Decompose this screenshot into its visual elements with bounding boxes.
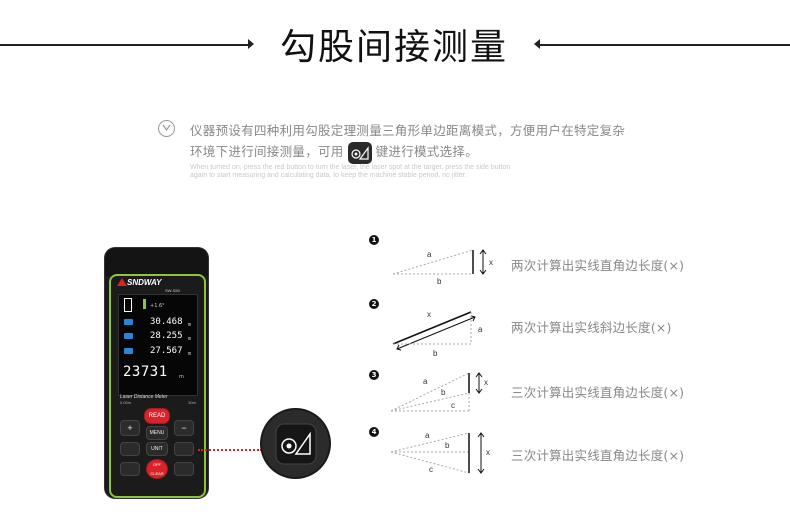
lcd-row-icon (124, 333, 133, 339)
lcd-row-3-unit: m (188, 351, 192, 357)
mode-2-caption: 两次计算出实线斜边长度(×) (511, 320, 672, 335)
description-line-2-start: 环境下进行间接测量，可用 (190, 144, 344, 159)
memory-button[interactable] (174, 462, 194, 476)
mode-1-number: 1 (369, 235, 379, 245)
brand-logo-icon (117, 278, 127, 286)
lcd-main-value: 23731 (123, 364, 168, 380)
header-right-rule-cap (534, 39, 540, 49)
lcd-row-icon (124, 319, 133, 325)
description-line-2-end: 键进行模式选择。 (375, 144, 479, 159)
lcd-angle: +1.6° (150, 303, 165, 309)
mode-2-label-b: b (433, 349, 438, 358)
area-mode-button[interactable] (120, 442, 140, 456)
header-left-rule-cap (248, 39, 254, 49)
mode-2-number: 2 (369, 299, 379, 309)
description-line-1: 仪器预设有四种利用勾股定理测量三角形单边距离模式，方便用户在特定复杂 (190, 123, 626, 138)
device-model: SW-S50 (165, 288, 180, 293)
panel-title: Laser Distance Meter (120, 394, 168, 400)
unit-button[interactable]: UNIT (146, 442, 168, 456)
mode-4-label-b: b (445, 441, 450, 450)
mode-4-number: 4 (369, 427, 379, 437)
description-line-2: 环境下进行间接测量，可用 键进行模式选择。 (190, 141, 680, 164)
mode-3-caption: 三次计算出实线直角边长度(×) (511, 385, 685, 400)
check-icon (158, 120, 175, 137)
mode-1-label-a: a (427, 250, 432, 259)
mode-3-label-c: c (451, 401, 455, 410)
page-title: 勾股间接测量 (279, 27, 508, 68)
pythagoras-mode-button[interactable] (174, 442, 194, 456)
mode-4-caption: 三次计算出实线直角边长度(×) (511, 448, 685, 463)
laser-pointer-line (198, 449, 262, 451)
panel-range-min: 0.05m (120, 400, 132, 405)
lcd-main-unit: m (179, 374, 184, 380)
header-right-rule (540, 44, 790, 46)
read-button[interactable]: READ (144, 408, 170, 424)
minus-button[interactable]: − (174, 420, 194, 436)
lcd-row-1-unit: m (188, 322, 192, 328)
lcd-row-1-value: 30.468 (150, 317, 183, 327)
mode-4-label-a: a (425, 431, 430, 440)
mode-2-label-a: a (478, 325, 483, 334)
description-english: When turned on, press the red button to … (190, 164, 650, 180)
keypad: READ + − MENU UNIT OFF CLEAR (116, 408, 196, 488)
mode-3-label-x: x (484, 378, 488, 387)
description-english-1: When turned on, press the red button to … (190, 164, 511, 171)
reference-button[interactable] (120, 462, 140, 476)
laser-distance-meter: SNDWAY SW-S50 +1.6° 30.468 m 28.255 m 27… (105, 248, 208, 498)
lcd-row-2-unit: m (188, 336, 192, 342)
menu-button[interactable]: MENU (146, 426, 168, 440)
mode-3-diagram: a b c x (390, 372, 488, 412)
header-left-rule (0, 44, 248, 46)
mode-1-label-b: b (437, 277, 442, 286)
mode-key-icon (347, 141, 372, 164)
mode-1-diagram: a b x (392, 249, 493, 286)
mode-4-label-x: x (486, 448, 490, 457)
description: 仪器预设有四种利用勾股定理测量三角形单边距离模式，方便用户在特定复杂 环境下进行… (190, 120, 680, 164)
mode-3-label-b: b (441, 388, 446, 397)
mode-3-number: 3 (369, 370, 379, 380)
mode-2-diagram: x a b (392, 310, 483, 358)
panel-range: 0.05m 50m (120, 400, 196, 405)
mode-4-label-c: c (429, 465, 433, 474)
mode-3-label-a: a (423, 377, 428, 386)
mode-key-callout-icon (275, 423, 317, 465)
panel-range-max: 50m (188, 400, 196, 405)
lcd-row-3-value: 27.567 (150, 346, 183, 356)
lcd-row-icon (124, 348, 133, 354)
device-brand: SNDWAY (127, 278, 162, 287)
off-clear-button[interactable]: OFF CLEAR (146, 459, 168, 479)
description-english-2: again to start measuring and calculating… (190, 172, 467, 179)
mode-4-diagram: a b c x (390, 431, 490, 474)
mode-1-caption: 两次计算出实线直角边长度(×) (511, 258, 685, 273)
mode-key-callout (262, 410, 329, 477)
lcd-screen: +1.6° 30.468 m 28.255 m 27.567 m 23731 m (118, 294, 198, 396)
lcd-row-2-value: 28.255 (150, 331, 183, 341)
device-top (105, 248, 208, 276)
mode-1-label-x: x (489, 258, 493, 267)
mode-2-label-x: x (427, 310, 431, 319)
battery-icon (124, 298, 132, 312)
plus-button[interactable]: + (120, 420, 140, 436)
device-green-frame (109, 274, 206, 498)
signal-bar (143, 299, 146, 309)
